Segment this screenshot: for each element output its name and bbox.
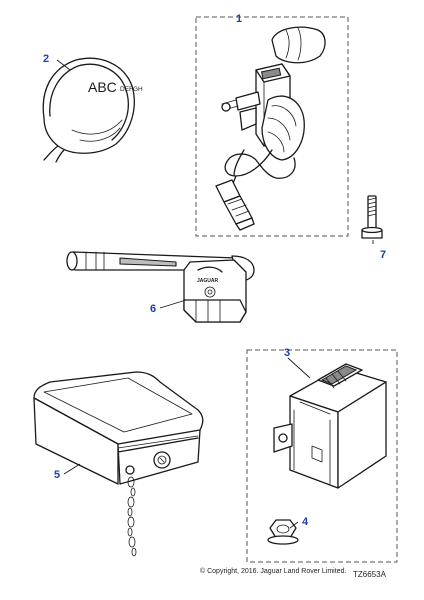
part-7-bolt: [361, 195, 383, 239]
leader-6: [159, 299, 187, 309]
callout-7: 7: [380, 249, 386, 261]
callout-2: 2: [43, 53, 49, 65]
part-6-steering-lock: JAGUAR: [66, 251, 255, 323]
part-4-nut: [267, 519, 299, 545]
part-2-key-fob: ABC DEFGH: [42, 57, 143, 163]
leader-5: [63, 463, 81, 475]
part-5-chain: [127, 476, 137, 557]
badge-text: JAGUAR: [197, 278, 219, 284]
callout-1: 1: [236, 13, 242, 25]
copyright-text: © Copyright, 2016. Jaguar Land Rover Lim…: [200, 568, 347, 575]
leader-3: [287, 357, 311, 379]
part-1-remote-receiver: [215, 26, 326, 231]
fob-text-defgh: DEFGH: [120, 86, 143, 93]
leader-4: [289, 521, 299, 529]
callout-5: 5: [54, 469, 60, 481]
part-3-control-module: [273, 363, 387, 489]
reference-code: TZ6653A: [353, 570, 386, 579]
fob-text-abc: ABC: [88, 79, 117, 95]
group-box-3: [246, 349, 398, 563]
callout-6: 6: [150, 303, 156, 315]
callout-3: 3: [284, 347, 290, 359]
leader-2: [56, 59, 71, 71]
callout-4: 4: [302, 516, 309, 528]
part-5-case: [33, 371, 204, 557]
group-box-1: [195, 16, 349, 237]
